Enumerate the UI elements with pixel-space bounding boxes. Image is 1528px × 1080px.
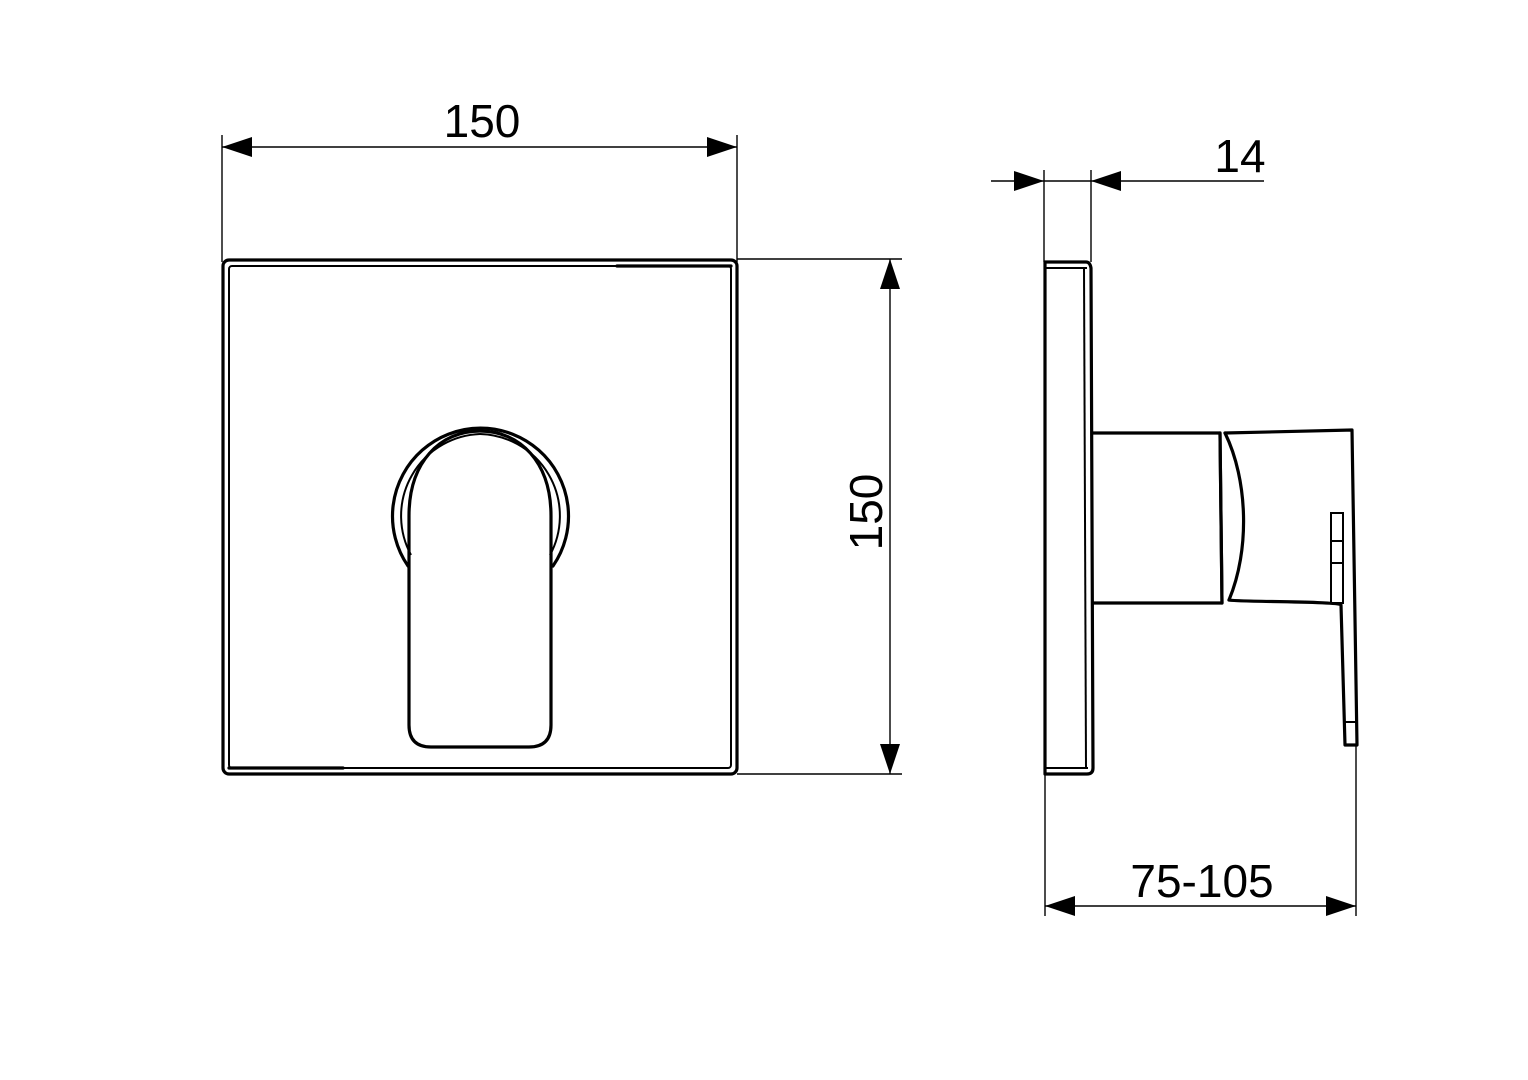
thickness-dimension: 14 <box>991 130 1266 262</box>
width-dimension: 150 <box>221 95 738 262</box>
plate-profile <box>1043 260 1095 776</box>
height-dimension: 150 <box>737 258 902 775</box>
thickness-label: 14 <box>1214 130 1265 182</box>
lever-side-profile <box>1091 428 1359 747</box>
height-label: 150 <box>840 474 892 551</box>
arrow-left-icon <box>222 137 252 157</box>
arrow-left-icon <box>1045 896 1075 916</box>
arrow-up-icon <box>880 259 900 289</box>
projection-dimension: 75-105 <box>1044 745 1357 916</box>
arrow-right-icon <box>1014 171 1044 191</box>
trim-plate <box>221 258 739 776</box>
side-view: 14 75-105 <box>991 130 1359 916</box>
arrow-left-icon <box>1091 171 1121 191</box>
projection-label: 75-105 <box>1130 855 1273 907</box>
width-label: 150 <box>444 95 521 147</box>
front-view: 150 150 <box>221 95 902 776</box>
arrow-right-icon <box>1326 896 1356 916</box>
arrow-down-icon <box>880 744 900 774</box>
arrow-right-icon <box>707 137 737 157</box>
lever-handle <box>390 426 571 749</box>
